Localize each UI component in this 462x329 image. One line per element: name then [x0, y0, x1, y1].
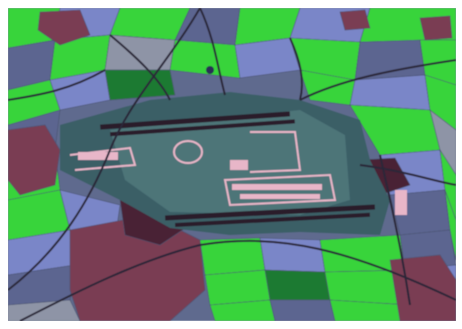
field [8, 299, 81, 321]
roads [8, 8, 456, 321]
runway-north [100, 111, 290, 130]
taxiway-loop-east [249, 131, 302, 173]
pond [206, 66, 214, 74]
road-east [359, 164, 456, 186]
field [444, 189, 456, 261]
farmland-fields [8, 8, 456, 321]
road-rural-2 [289, 37, 303, 101]
field [329, 299, 413, 321]
field [429, 109, 456, 176]
town-west [8, 124, 61, 196]
field [204, 269, 271, 306]
runways [100, 111, 376, 227]
village-northeast [419, 15, 453, 41]
village-north [339, 9, 371, 31]
highway-south [19, 239, 456, 321]
terminal-1-ring [173, 140, 203, 164]
field [264, 269, 331, 301]
field [349, 74, 431, 111]
terminal-buildings [78, 152, 407, 215]
east-hangar [395, 190, 407, 215]
terminals [69, 131, 337, 207]
runway-south [165, 204, 376, 221]
road-rural-3 [379, 154, 411, 306]
field [439, 149, 456, 221]
road-rural-1 [109, 34, 171, 101]
terminal-2-block [232, 184, 322, 190]
road-northeast [299, 59, 456, 101]
terminal-2-block [240, 194, 320, 199]
town-northwest [37, 9, 91, 46]
taxiway-west [69, 146, 137, 171]
field [269, 299, 336, 321]
runway-south-parallel [175, 212, 370, 227]
road-rural-4 [8, 69, 106, 101]
cargo-area [78, 152, 118, 160]
urban-areas [8, 9, 456, 321]
terminal-3-block [230, 160, 248, 170]
town-southeast [389, 254, 456, 321]
field [209, 299, 276, 321]
field [354, 39, 426, 81]
terminal-2-complex [223, 173, 337, 207]
highway-north [199, 8, 226, 96]
highway-west [8, 8, 201, 291]
field [424, 74, 456, 131]
runway-north-parallel [110, 119, 295, 137]
field [259, 237, 326, 273]
